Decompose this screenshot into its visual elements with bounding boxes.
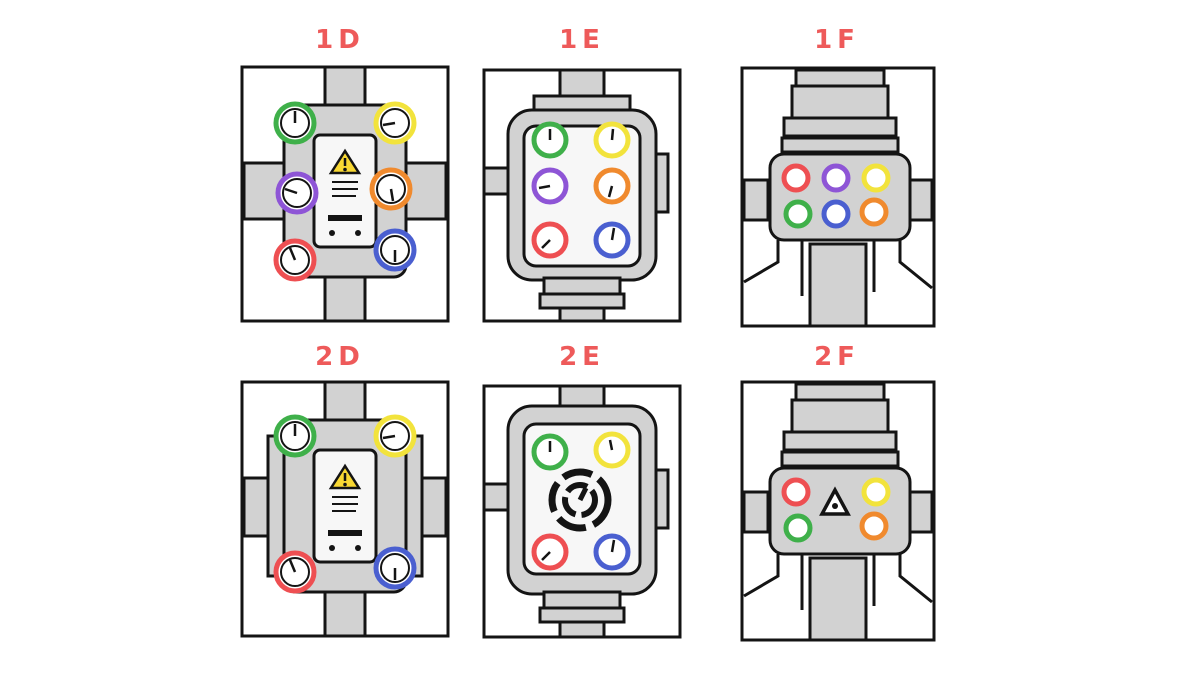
machine-sketch-2e: [482, 384, 682, 639]
concept-panel-1d: [240, 65, 450, 323]
gauge-orange: [593, 167, 631, 205]
gauge-green: [531, 433, 569, 471]
panel-label-2d: 2D: [315, 342, 365, 372]
gauge-blue: [593, 533, 631, 571]
concept-panel-2d: [240, 380, 450, 638]
gauge-red: [531, 533, 569, 571]
gauge-red: [781, 163, 811, 193]
gauge-yellow: [593, 431, 631, 469]
gauge-purple: [275, 171, 319, 215]
gauge-blue: [593, 221, 631, 259]
gauge-yellow: [373, 101, 417, 145]
gauge-red: [273, 238, 317, 282]
gauge-red: [531, 221, 569, 259]
machine-sketch-2f: [740, 380, 936, 642]
gauge-green: [531, 121, 569, 159]
gauge-blue: [821, 199, 851, 229]
concept-panel-1f: [740, 66, 936, 328]
gauge-blue: [373, 228, 417, 272]
gauge-blue: [373, 546, 417, 590]
gauge-orange: [859, 197, 889, 227]
panel-label-2e: 2E: [559, 342, 605, 372]
machine-sketch-1e: [482, 68, 682, 323]
gauge-red: [273, 550, 317, 594]
panel-label-1f: 1F: [814, 25, 860, 55]
machine-sketch-1d: [240, 65, 450, 323]
gauge-yellow: [861, 477, 891, 507]
warning-triangle-icon: [328, 148, 362, 175]
gauge-green: [783, 513, 813, 543]
gauge-yellow: [861, 163, 891, 193]
warning-triangle-icon: [328, 463, 362, 490]
alert-triangle-icon: [819, 486, 851, 516]
concept-panel-2f: [740, 380, 936, 642]
gauge-orange: [859, 511, 889, 541]
concept-panel-1e: [482, 68, 682, 323]
gauge-green: [273, 101, 317, 145]
gauge-orange: [369, 167, 413, 211]
power-symbol-icon: [548, 468, 612, 532]
gauge-purple: [821, 163, 851, 193]
panel-label-1e: 1E: [559, 25, 605, 55]
gauge-yellow: [593, 121, 631, 159]
gauge-red: [781, 477, 811, 507]
gauge-green: [273, 414, 317, 458]
gauge-purple: [531, 167, 569, 205]
machine-sketch-2d: [240, 380, 450, 638]
gauge-green: [783, 199, 813, 229]
panel-label-2f: 2F: [814, 342, 860, 372]
concept-panel-2e: [482, 384, 682, 639]
panel-label-1d: 1D: [315, 25, 365, 55]
gauge-yellow: [373, 414, 417, 458]
machine-sketch-1f: [740, 66, 936, 328]
